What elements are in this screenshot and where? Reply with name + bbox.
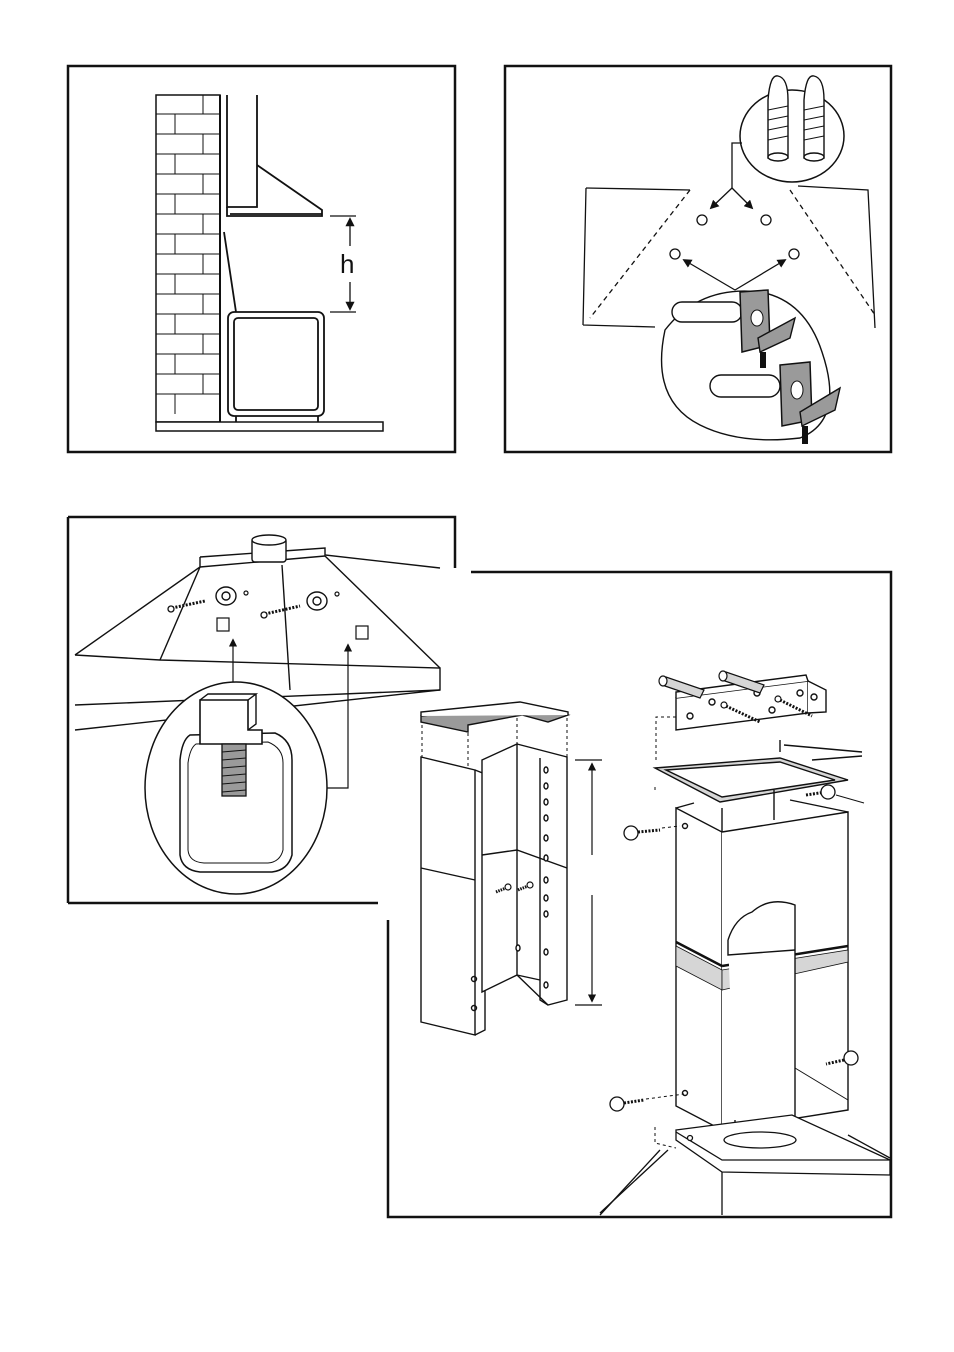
- floor-line: [156, 422, 383, 431]
- panel-mounting-height: h: [68, 66, 455, 452]
- chimney-duct-icon: [676, 790, 848, 1135]
- height-label: h: [340, 249, 354, 279]
- hood-icon: [227, 95, 322, 216]
- panel-wall-drilling: [505, 66, 891, 452]
- panel-hood-fixing: [68, 517, 455, 903]
- screw-icon: [168, 601, 300, 618]
- washer-icon: [216, 587, 327, 610]
- wall-plug-icon: [740, 76, 844, 182]
- length-dimension: [575, 760, 602, 1005]
- bracket-detail-circle: [145, 682, 327, 894]
- cooktop-icon: [224, 232, 324, 422]
- chimney-duct-icon: [421, 702, 568, 1035]
- screw-icon: [806, 785, 864, 803]
- hood-top-base: [600, 1115, 890, 1215]
- brick-wall-icon: [156, 95, 220, 422]
- bracket-icon: [662, 290, 840, 444]
- panel-chimney-assembly: [388, 572, 891, 1217]
